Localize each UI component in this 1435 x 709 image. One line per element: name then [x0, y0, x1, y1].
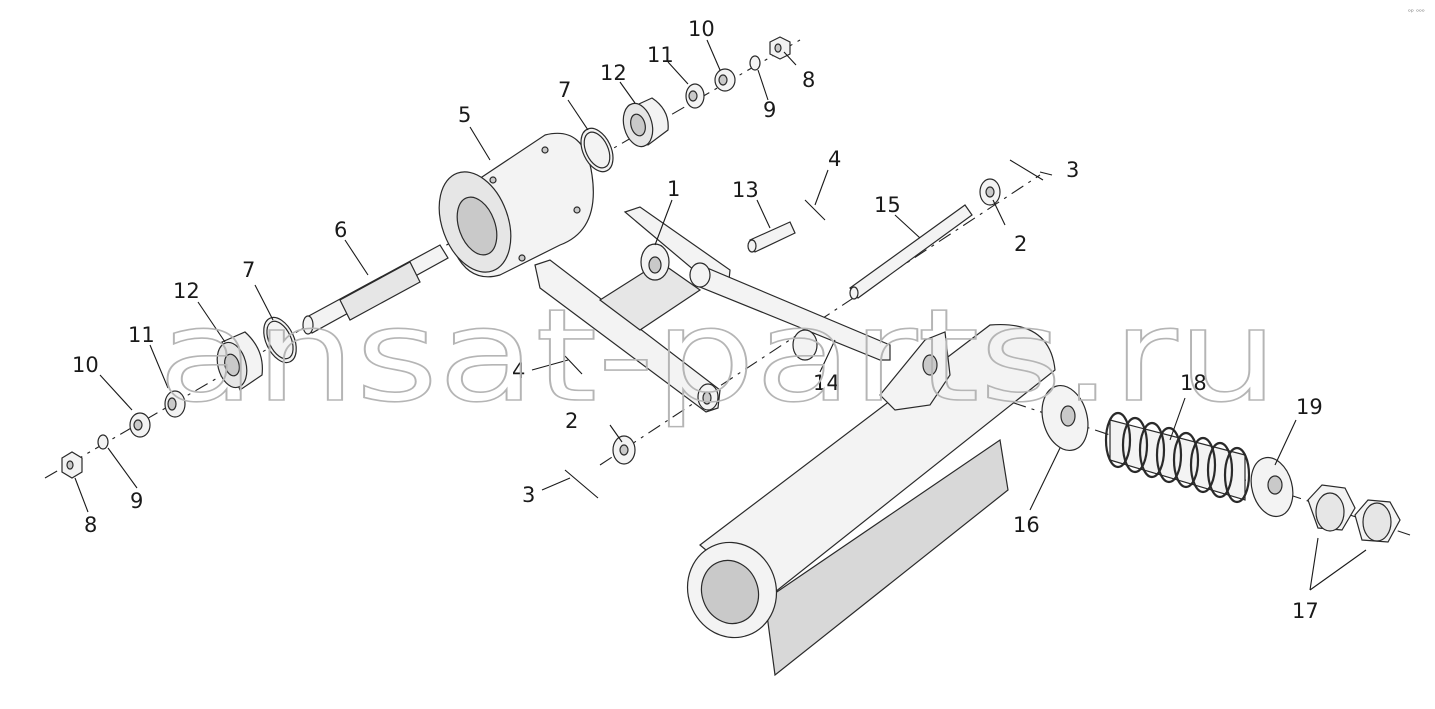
callout-labels: 1 2 2 3 3 4 4 5 6 7 7 8 8 9 9 10 10 11 1… [72, 17, 1323, 623]
spring-washer-16 [1041, 385, 1089, 451]
label-1: 1 [667, 177, 680, 201]
corner-mark: ᵒᵖ ᵒᵒᵒ [1408, 8, 1425, 16]
label-11-top: 11 [647, 43, 674, 67]
label-3-top: 3 [1066, 158, 1079, 182]
label-3-bottom: 3 [522, 483, 535, 507]
label-10-top: 10 [688, 17, 715, 41]
label-12-top: 12 [600, 61, 627, 85]
label-2-bottom: 2 [565, 409, 578, 433]
washer-bottom [612, 435, 636, 465]
label-10-bottom: 10 [72, 353, 99, 377]
rod [849, 204, 973, 300]
lever-arm [689, 262, 891, 361]
roller-shaft [302, 244, 449, 335]
label-16: 16 [1013, 513, 1040, 537]
label-14: 14 [813, 371, 840, 395]
label-13: 13 [732, 178, 759, 202]
watermark-text: ansat-parts.ru [158, 282, 1278, 431]
bracket [534, 206, 731, 413]
o-ring-top [580, 127, 614, 173]
spacer-bottom [164, 390, 186, 418]
spacer-top [685, 83, 705, 109]
split-pin-bottom [564, 469, 599, 499]
label-8-bottom: 8 [84, 513, 97, 537]
washer-top [979, 178, 1001, 206]
label-12-bottom: 12 [173, 279, 200, 303]
label-15: 15 [874, 193, 901, 217]
cotter-pin-bottom [564, 355, 583, 375]
tension-arm-frame [686, 323, 1056, 677]
label-9-top: 9 [763, 98, 776, 122]
label-19: 19 [1296, 395, 1323, 419]
label-8-top: 8 [802, 68, 815, 92]
jam-nut-1 [1307, 484, 1356, 532]
seal-top [714, 68, 736, 92]
label-2-top: 2 [1014, 232, 1027, 256]
label-17: 17 [1292, 599, 1319, 623]
bearing-bottom [216, 331, 263, 391]
label-4-bottom: 4 [512, 359, 525, 383]
cotter-pin-top [804, 199, 826, 221]
label-9-bottom: 9 [130, 489, 143, 513]
leader-lines [74, 39, 1367, 591]
seal-bottom [129, 412, 151, 438]
label-18: 18 [1180, 371, 1207, 395]
nut-bottom [61, 451, 83, 479]
bearing-top [622, 97, 669, 148]
label-4-top: 4 [828, 147, 841, 171]
split-pin-top [1009, 159, 1044, 181]
o-ring-bottom [263, 316, 297, 364]
tension-spring [1104, 411, 1251, 504]
label-7-top: 7 [558, 78, 571, 102]
pin-13 [747, 221, 796, 253]
lock-washer-top [749, 55, 761, 71]
label-7-bottom: 7 [242, 258, 255, 282]
spring-washer-19 [1250, 456, 1294, 518]
roller-drum [438, 132, 594, 278]
lock-washer-bottom [97, 434, 109, 450]
label-6: 6 [334, 218, 347, 242]
label-11-bottom: 11 [128, 323, 155, 347]
jam-nut-2 [1354, 499, 1401, 543]
label-5: 5 [458, 103, 471, 127]
